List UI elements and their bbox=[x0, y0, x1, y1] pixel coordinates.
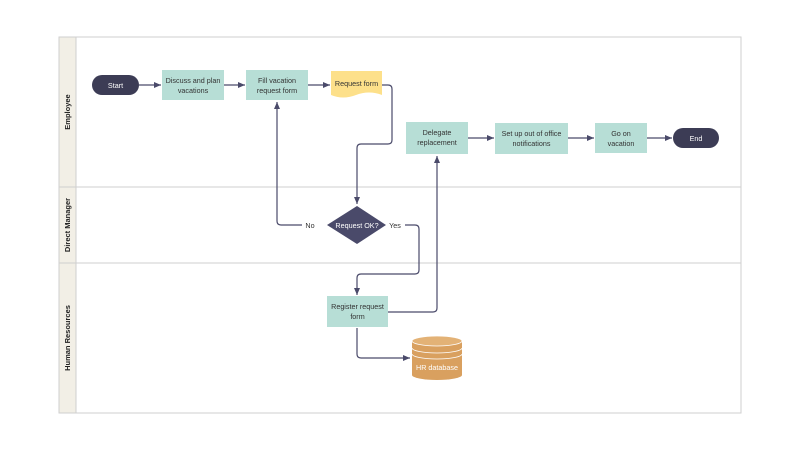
node-discuss-label-1: Discuss and plan bbox=[166, 76, 221, 85]
edge-label-yes-bg bbox=[386, 219, 405, 230]
edge-label-no: No bbox=[305, 221, 314, 230]
node-end: End bbox=[673, 128, 719, 148]
lane-title-hr: Human Resources bbox=[63, 305, 72, 371]
node-delegate: Delegate replacement bbox=[406, 122, 468, 154]
node-end-label: End bbox=[690, 134, 703, 143]
node-fill-label-1: Fill vacation bbox=[258, 76, 296, 85]
edge-decision-no-to-fill bbox=[274, 102, 304, 226]
node-request-form: Request form bbox=[331, 71, 382, 98]
lane-title-manager: Direct Manager bbox=[63, 198, 72, 252]
edge-label-yes: Yes bbox=[389, 221, 401, 230]
edge-request-form-to-decision bbox=[354, 84, 393, 204]
node-hr-database-label: HR database bbox=[416, 363, 458, 372]
node-vacation-label-2: vacation bbox=[608, 139, 635, 148]
edge-label-no-bg bbox=[302, 219, 319, 230]
node-discuss-label-2: vacations bbox=[178, 86, 209, 95]
node-vacation-label-1: Go on bbox=[611, 129, 631, 138]
node-delegate-label-1: Delegate bbox=[423, 128, 452, 137]
node-ooo-label-1: Set up out of office bbox=[502, 129, 562, 138]
edge-register-to-delegate bbox=[388, 156, 440, 313]
node-delegate-label-2: replacement bbox=[417, 138, 457, 147]
lane-title-employee: Employee bbox=[63, 94, 72, 129]
edge-decision-yes-to-register bbox=[354, 224, 420, 295]
lane-header-bar bbox=[58, 36, 77, 414]
node-register: Register request form bbox=[327, 296, 388, 327]
node-decision: Request OK? bbox=[327, 206, 386, 244]
edge-register-to-database bbox=[356, 328, 410, 361]
node-start-label: Start bbox=[108, 81, 123, 90]
node-discuss: Discuss and plan vacations bbox=[162, 70, 224, 100]
node-fill-label-2: request form bbox=[257, 86, 297, 95]
node-decision-label: Request OK? bbox=[335, 221, 378, 230]
node-ooo-label-2: notifications bbox=[513, 139, 551, 148]
node-register-label-1: Register request bbox=[331, 302, 384, 311]
node-request-form-label: Request form bbox=[335, 79, 378, 88]
node-go-on-vacation: Go on vacation bbox=[595, 123, 647, 153]
connectors bbox=[139, 82, 672, 361]
node-start: Start bbox=[92, 75, 139, 95]
node-register-label-2: form bbox=[350, 312, 364, 321]
node-hr-database: HR database bbox=[411, 335, 463, 380]
node-fill-form: Fill vacation request form bbox=[246, 70, 308, 100]
node-out-of-office: Set up out of office notifications bbox=[495, 123, 568, 154]
